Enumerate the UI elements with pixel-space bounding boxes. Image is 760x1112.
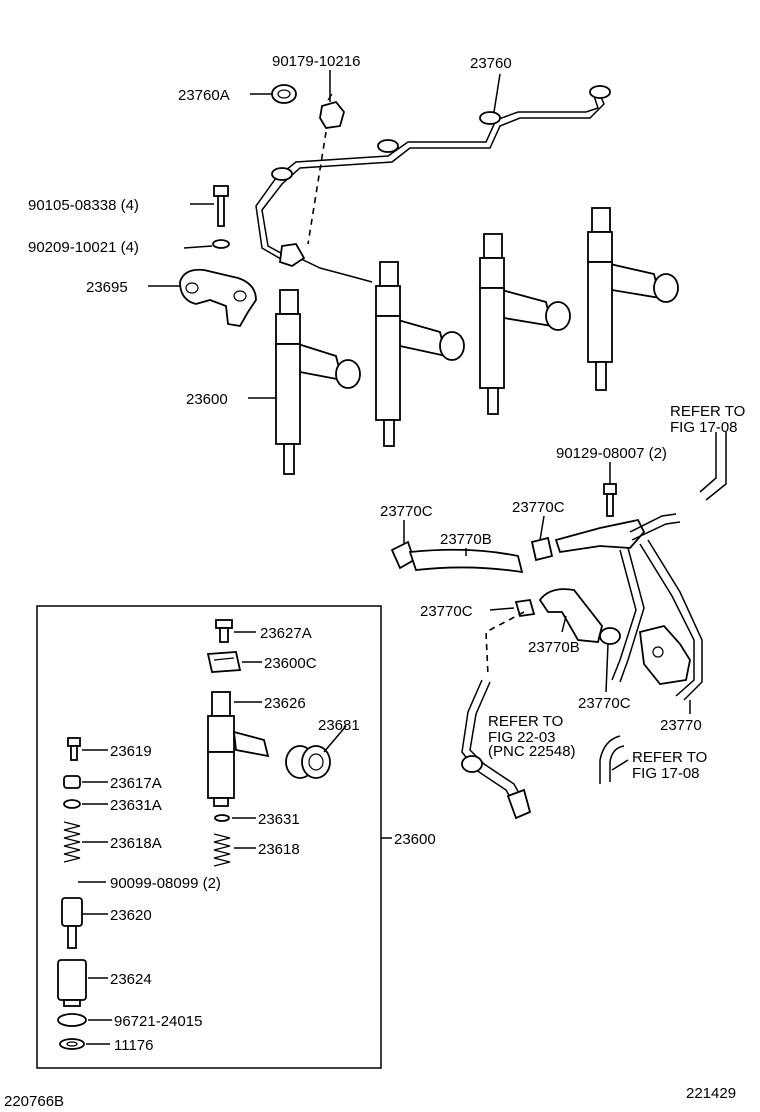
label-refer-22-03-3: (PNC 22548) <box>488 743 576 760</box>
clamp-23770c-left <box>390 520 416 570</box>
label-23620: 23620 <box>110 907 152 924</box>
nozzle-holder-23626 <box>207 691 270 807</box>
pin-23619 <box>67 737 108 761</box>
callout-labels: 90179-10216 23760 23760A 90105-08338 (4)… <box>4 53 745 1110</box>
label-refer-17-08-top-2: FIG 17-08 <box>670 419 738 436</box>
figure-id: 220766B <box>4 1093 64 1110</box>
label-23770c-c: 23770C <box>420 603 473 620</box>
hose-refer-17-08-top <box>699 432 727 501</box>
injector-2 <box>375 261 465 447</box>
bolt-90105 <box>213 185 229 227</box>
label-23618a: 23618A <box>110 835 162 852</box>
label-23626: 23626 <box>264 695 306 712</box>
label-23770b-a: 23770B <box>440 531 492 548</box>
shim-23631 <box>214 814 256 822</box>
label-refer-17-08-top-1: REFER TO <box>670 403 745 420</box>
label-11176: 11176 <box>114 1037 154 1054</box>
clamp-23770c-right <box>530 515 554 562</box>
part-23600c <box>206 651 262 673</box>
label-23770c-b: 23770C <box>512 499 565 516</box>
label-90105-08338: 90105-08338 (4) <box>28 197 139 214</box>
assembly-dashline-1 <box>307 131 327 245</box>
leader-lines-top <box>148 70 501 399</box>
label-23618: 23618 <box>258 841 300 858</box>
spring-23618 <box>213 833 256 867</box>
clamp-23770c-mid <box>489 598 536 618</box>
label-refer-17-08-bottom-1: REFER TO <box>632 749 707 766</box>
pipe-refer-22-03 <box>461 611 532 820</box>
washer-11176 <box>59 1038 110 1050</box>
hose-23770b-lower <box>538 588 603 643</box>
hose-refer-17-08-bottom <box>599 735 629 784</box>
label-23695: 23695 <box>86 279 128 296</box>
label-23631a: 23631A <box>110 797 162 814</box>
pipe-bracket-assembly <box>554 513 703 701</box>
label-23600-box: 23600 <box>394 831 436 848</box>
union-bolt <box>319 93 345 129</box>
label-96721-24015: 96721-24015 <box>114 1013 202 1030</box>
label-90209-10021: 90209-10021 (4) <box>28 239 139 256</box>
label-23617a: 23617A <box>110 775 162 792</box>
label-23631: 23631 <box>258 811 300 828</box>
label-refer-17-08-bottom-2: FIG 17-08 <box>632 765 700 782</box>
injector-breakdown-box <box>36 605 382 1069</box>
label-23770c-d: 23770C <box>578 695 631 712</box>
label-23627a: 23627A <box>260 625 312 642</box>
label-refer-22-03-1: REFER TO <box>488 713 563 730</box>
injector-3 <box>479 233 571 415</box>
label-23770b-b: 23770B <box>528 639 580 656</box>
label-90099-08099: 90099-08099 (2) <box>110 875 221 892</box>
label-23624: 23624 <box>110 971 152 988</box>
o-ring-96721 <box>57 1013 112 1027</box>
clamp-23770c-lower <box>599 627 621 693</box>
label-90179-10216: 90179-10216 <box>272 53 360 70</box>
label-23760: 23760 <box>470 55 512 72</box>
hose-23770b-upper <box>408 548 524 574</box>
fuel-return-pipe <box>255 85 611 283</box>
label-23770: 23770 <box>660 717 702 734</box>
screw-23627a <box>215 619 256 643</box>
gasket-23760a <box>271 84 297 104</box>
label-23600-top: 23600 <box>186 391 228 408</box>
bolt-90129 <box>603 462 617 517</box>
label-23760a: 23760A <box>178 87 230 104</box>
injector-1 <box>275 289 361 475</box>
label-90129-08007: 90129-08007 (2) <box>556 445 667 462</box>
injector-clamp-23695 <box>179 268 257 327</box>
fitting-23681 <box>285 725 347 779</box>
page-id: 221429 <box>686 1085 736 1102</box>
washer-90209 <box>212 239 230 249</box>
nozzle-23620 <box>61 897 108 949</box>
spring-23618a <box>63 821 108 863</box>
nut-23624 <box>57 959 108 1007</box>
label-23619: 23619 <box>110 743 152 760</box>
injector-4 <box>587 207 679 391</box>
label-23770c-a: 23770C <box>380 503 433 520</box>
label-23600c: 23600C <box>264 655 317 672</box>
shim-23631a <box>63 799 108 809</box>
part-23617a <box>63 775 108 789</box>
label-refer-22-03-2: FIG 22-03 <box>488 729 556 746</box>
label-23681: 23681 <box>318 717 360 734</box>
